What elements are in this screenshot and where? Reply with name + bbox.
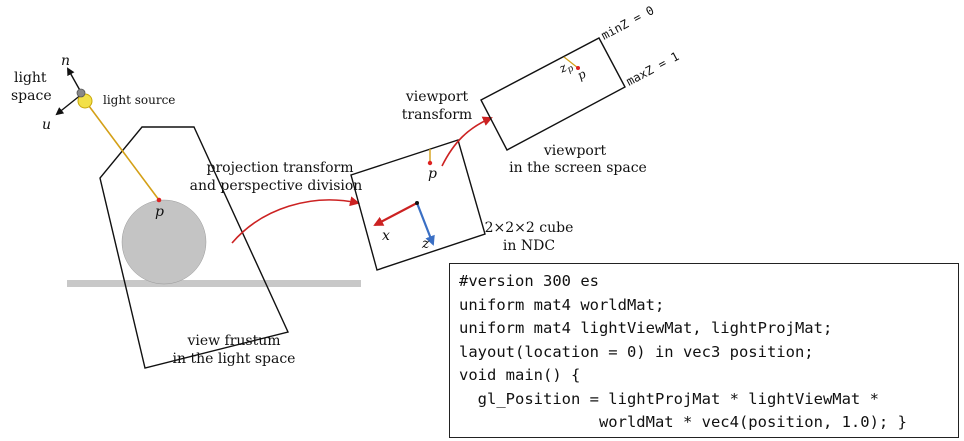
viewport-transform-label-line2: transform xyxy=(402,107,472,123)
ground-plane xyxy=(67,280,361,287)
projection-arrow xyxy=(231,196,360,244)
viewport-zp-label: zp xyxy=(556,57,576,78)
scene-point-label: p xyxy=(155,204,164,220)
ndc-axis-x-label: x xyxy=(382,228,390,244)
occluder-sphere xyxy=(121,199,207,285)
ndc-axis-x-arrow xyxy=(373,202,418,226)
ndc-label-line1: 2×2×2 cube xyxy=(485,220,574,236)
min-z-label: minZ = 0 xyxy=(599,3,657,42)
code-line: layout(location = 0) in vec3 position; xyxy=(459,342,814,361)
view-frustum xyxy=(99,126,289,369)
code-line: uniform mat4 worldMat; xyxy=(459,295,665,314)
frustum-label-line2: in the light space xyxy=(173,351,296,367)
light-source-icon xyxy=(76,88,86,98)
code-line: worldMat * vec4(position, 1.0); } xyxy=(459,413,907,431)
code-line: uniform mat4 lightViewMat, lightProjMat; xyxy=(459,319,833,337)
ndc-label-line2: in NDC xyxy=(503,238,555,254)
ndc-origin xyxy=(415,201,419,205)
light-space-label-line1: light xyxy=(14,70,47,86)
vertex-shader-code-box: #version 300 es uniform mat4 worldMat; uni… xyxy=(449,263,959,438)
ndc-point-p xyxy=(427,160,433,166)
viewport-transform-arrow xyxy=(441,116,493,167)
viewport-rect xyxy=(480,37,626,151)
ndc-cube xyxy=(350,139,486,271)
max-z-label: maxZ = 1 xyxy=(624,49,682,88)
viewport-zp-subscript: p xyxy=(566,64,576,76)
light-ray xyxy=(85,101,160,201)
frustum-label-line1: view frustum xyxy=(186,333,280,349)
scene-point-p xyxy=(156,197,162,203)
axis-u-label: u xyxy=(42,117,51,133)
axis-n-label: n xyxy=(61,53,70,69)
ndc-axis-z-arrow xyxy=(415,202,435,246)
code-line: gl_Position = lightProjMat * lightViewMa… xyxy=(459,389,879,408)
code-line: #version 300 es xyxy=(459,272,599,290)
viewport-transform-label-line1: viewport xyxy=(405,89,469,105)
viewport-point-line xyxy=(563,56,579,69)
code-line: void main() { xyxy=(459,366,581,384)
viewport-point-label: p xyxy=(575,67,589,83)
axis-u-arrow xyxy=(55,93,83,116)
projection-label-line2: and perspective division xyxy=(190,178,363,194)
ndc-axis-z-label: z xyxy=(421,236,430,252)
light-space-label-line2: space xyxy=(11,88,52,104)
viewport-label-line2: in the screen space xyxy=(509,160,647,176)
projection-label-line1: projection transform xyxy=(207,160,354,176)
viewport-label-line1: viewport xyxy=(543,143,607,159)
ndc-point-label: p xyxy=(428,166,437,182)
vertex-shader-code: #version 300 es uniform mat4 worldMat; uni… xyxy=(450,264,958,435)
viewport-point-p xyxy=(576,66,580,70)
light-source-label: light source xyxy=(103,93,175,107)
